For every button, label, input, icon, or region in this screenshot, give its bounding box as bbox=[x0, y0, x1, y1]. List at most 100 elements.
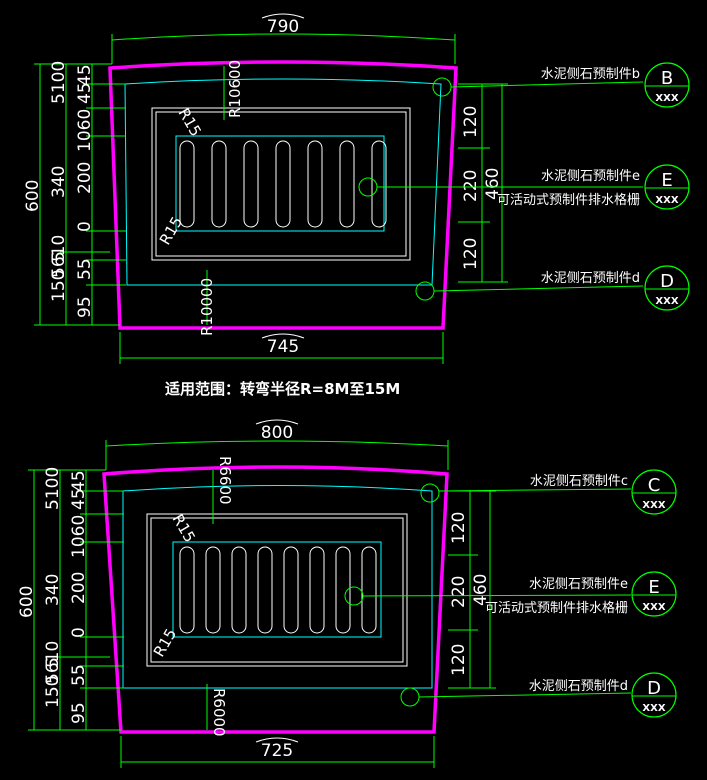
right-dim-label-2: 220 bbox=[449, 576, 469, 608]
tag-e-sub: XXX bbox=[642, 602, 665, 613]
inner-frame bbox=[124, 78, 442, 286]
grate-frame bbox=[175, 135, 385, 232]
grate-slots bbox=[179, 546, 377, 634]
tag-e: E XXX bbox=[631, 571, 677, 617]
grate-slot bbox=[371, 140, 387, 228]
tag-c-sub: XXX bbox=[642, 500, 665, 511]
top-width-label: 790 bbox=[267, 17, 299, 37]
grate-slot bbox=[257, 546, 273, 634]
bottom-width-label: 725 bbox=[261, 741, 293, 761]
bottom-width-dimension bbox=[119, 332, 444, 364]
note-grate: 可活动式预制件排水格栅 bbox=[497, 192, 640, 208]
right-total-label: 460 bbox=[483, 168, 503, 200]
grate-slot bbox=[211, 140, 227, 228]
grate-slot bbox=[309, 546, 325, 634]
top-width-dimension bbox=[105, 419, 449, 470]
grate-slot bbox=[231, 546, 247, 634]
radius-top-label: R6600 bbox=[216, 456, 234, 505]
top-width-dimension bbox=[111, 13, 456, 64]
left-mid-label-2: 150 bbox=[49, 270, 69, 302]
grate-slot bbox=[179, 546, 195, 634]
grate-frame bbox=[172, 541, 382, 638]
grate-slot bbox=[275, 140, 291, 228]
tag-e-sub: XXX bbox=[655, 195, 678, 206]
left-extra-label-2: 45 bbox=[75, 82, 95, 104]
left-extra-label-3: 0 bbox=[75, 221, 95, 232]
left-small-label-2: 1060 bbox=[75, 109, 95, 152]
grate-slots bbox=[179, 140, 387, 228]
grate-slot bbox=[205, 546, 221, 634]
left-small-label-4: 5610 bbox=[49, 235, 69, 278]
grate-outer-frame bbox=[146, 513, 408, 667]
tag-c: C XXX bbox=[631, 469, 677, 515]
tag-d-sub: XXX bbox=[642, 703, 665, 714]
note-d: 水泥侧石预制件d bbox=[529, 679, 628, 694]
tag-e: E XXX bbox=[644, 164, 690, 210]
left-total-label: 600 bbox=[17, 586, 37, 618]
callout-leaders bbox=[344, 483, 632, 707]
bottom-width-dimension bbox=[120, 736, 435, 768]
right-dim-label-3: 120 bbox=[461, 238, 481, 270]
radius-bottom-label: R10000 bbox=[198, 278, 216, 336]
left-small-label-6: 95 bbox=[75, 296, 95, 318]
grate-slot bbox=[179, 140, 195, 228]
tag-d-letter: D bbox=[660, 271, 674, 292]
grate-slot bbox=[361, 546, 377, 634]
grate-slot bbox=[335, 546, 351, 634]
left-mid-label-1: 340 bbox=[49, 166, 69, 198]
right-dim-label-3: 120 bbox=[449, 644, 469, 676]
left-small-label-6: 95 bbox=[69, 702, 89, 724]
left-small-label-2: 1060 bbox=[69, 515, 89, 558]
top-width-label: 800 bbox=[261, 423, 293, 443]
top-detail: 790 R10600 R10000 R15 R15 bbox=[23, 13, 690, 398]
grate-outer-frame-inner bbox=[150, 517, 404, 663]
left-small-label-5: 55 bbox=[75, 258, 95, 280]
left-extra-label-2: 45 bbox=[69, 488, 89, 510]
right-dim-label-1: 120 bbox=[461, 106, 481, 138]
tag-d-letter: D bbox=[647, 678, 661, 699]
left-extra-label-4: 5 bbox=[43, 657, 63, 668]
tag-d: D XXX bbox=[644, 265, 690, 311]
tag-b-sub: XXX bbox=[655, 93, 678, 104]
grate-slot bbox=[283, 546, 299, 634]
note-e: 水泥侧石预制件e bbox=[541, 169, 640, 184]
tag-d-sub: XXX bbox=[655, 296, 678, 307]
tag-d: D XXX bbox=[631, 672, 677, 718]
bottom-detail: 800 R6600 R6000 R15 R15 bbox=[17, 419, 677, 768]
radius-top-label: R10600 bbox=[226, 60, 244, 118]
right-dim-label-2: 220 bbox=[461, 170, 481, 202]
callout-leaders bbox=[358, 77, 644, 301]
grate-slot bbox=[243, 140, 259, 228]
left-mid-label-1: 340 bbox=[43, 574, 63, 606]
left-dimension-lines bbox=[34, 63, 126, 326]
outline-border bbox=[102, 465, 449, 734]
right-dim-label-1: 120 bbox=[449, 512, 469, 544]
grate-outer-frame bbox=[151, 107, 411, 261]
left-small-label-1: 5100 bbox=[49, 61, 69, 104]
grate-slot bbox=[307, 140, 323, 228]
note-d: 水泥侧石预制件d bbox=[541, 271, 640, 286]
left-dimension-lines bbox=[28, 469, 124, 731]
left-extra-label-1: 45 bbox=[69, 470, 89, 492]
note-b: 水泥侧石预制件b bbox=[541, 67, 640, 82]
left-mid-label-2: 150 bbox=[43, 676, 63, 708]
left-extra-label-3: 0 bbox=[69, 627, 89, 638]
note-c: 水泥侧石预制件c bbox=[530, 474, 628, 489]
left-small-label-3: 200 bbox=[75, 162, 95, 194]
tag-c-letter: C bbox=[648, 475, 661, 496]
left-small-label-3: 200 bbox=[69, 572, 89, 604]
left-small-label-5: 55 bbox=[69, 664, 89, 686]
note-e: 水泥侧石预制件e bbox=[529, 577, 628, 592]
left-small-label-4: 5610 bbox=[43, 641, 63, 684]
tag-b-letter: B bbox=[661, 68, 673, 89]
right-dimension-lines bbox=[458, 83, 508, 283]
grate-slot bbox=[339, 140, 355, 228]
tag-e-letter: E bbox=[648, 577, 659, 598]
radius-bottom-label: R6000 bbox=[210, 688, 228, 737]
left-extra-label-1: 45 bbox=[75, 64, 95, 86]
note-grate: 可活动式预制件排水格栅 bbox=[485, 600, 628, 616]
bottom-width-label: 745 bbox=[267, 337, 299, 357]
left-total-label: 600 bbox=[23, 180, 43, 212]
